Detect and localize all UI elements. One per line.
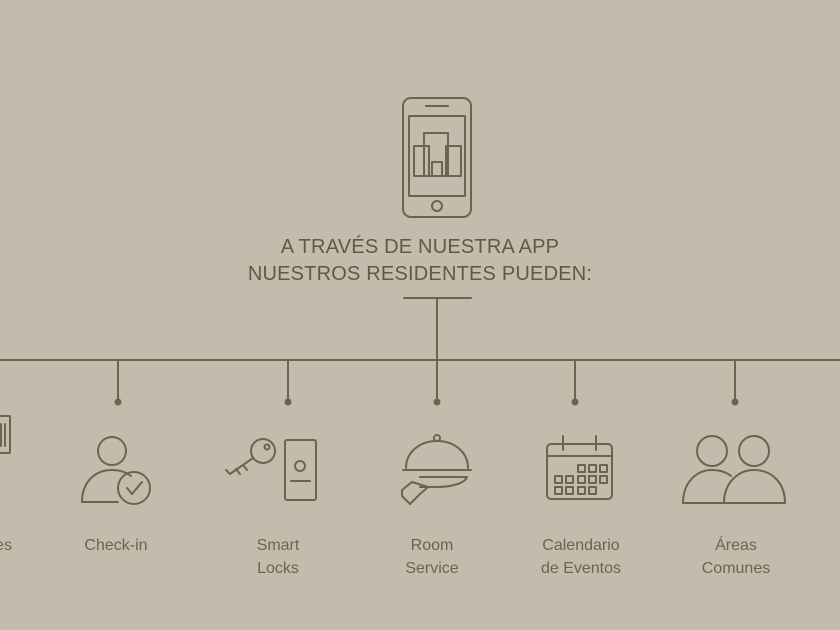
cloche-icon [401, 434, 472, 505]
headline-line-1: A TRAVÉS DE NUESTRA APP [280, 236, 560, 258]
branch-connectors [114, 359, 739, 406]
feature-label-partial: es [0, 537, 12, 554]
key-lock-icon [225, 438, 317, 501]
document-icon [0, 415, 11, 454]
people-icon [682, 435, 786, 504]
feature-label-areas-comunes: Áreas Comunes [701, 537, 771, 577]
feature-label-checkin: Check-in [84, 537, 148, 554]
person-check-icon [81, 436, 151, 505]
calendar-icon [546, 435, 613, 500]
headline: A TRAVÉS DE NUESTRA APP NUESTROS RESIDEN… [0, 234, 840, 288]
feature-label-smart-locks: Smart Locks [256, 537, 300, 577]
smartphone-icon [402, 97, 472, 218]
headline-line-2: NUESTROS RESIDENTES PUEDEN: [247, 263, 593, 285]
feature-label-room-service: Room Service [405, 537, 459, 577]
feature-label-calendario: Calendario de Eventos [540, 537, 622, 577]
